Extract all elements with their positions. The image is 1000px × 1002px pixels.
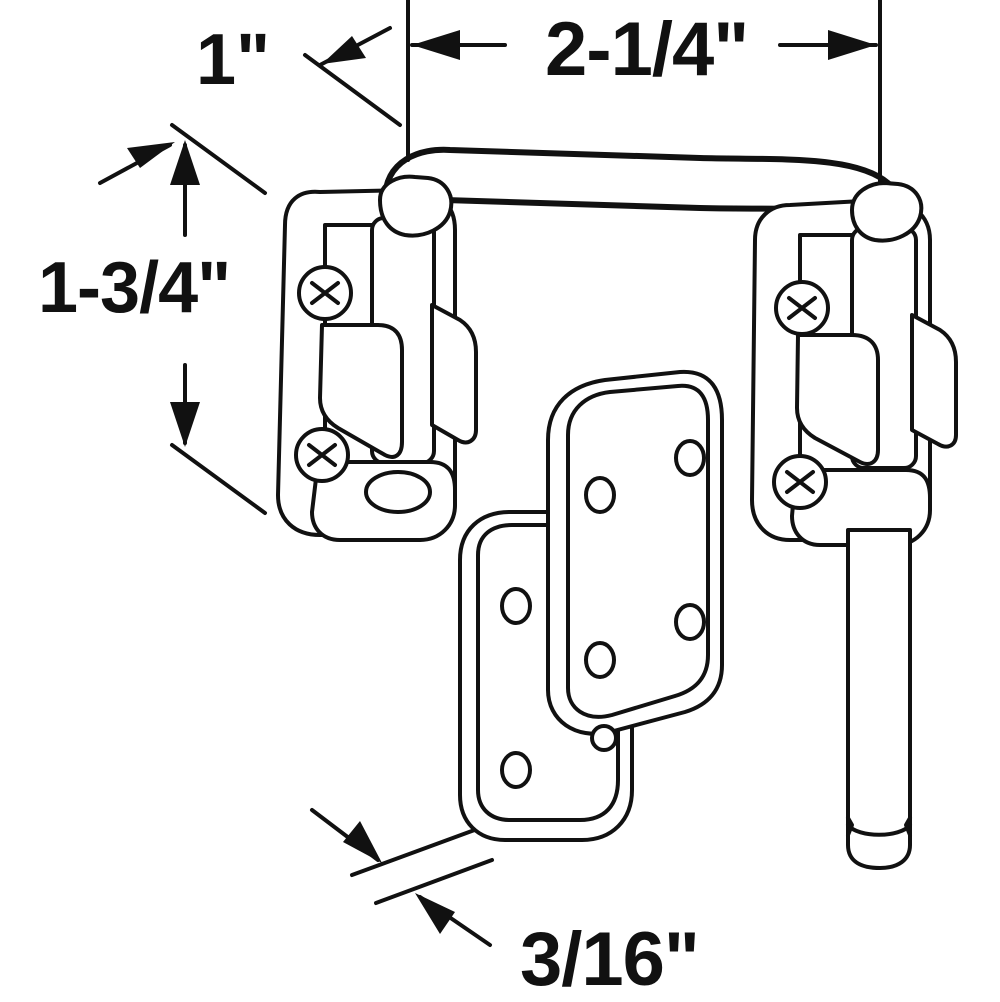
right-bracket bbox=[750, 181, 958, 870]
plate-hole-icon bbox=[674, 439, 706, 477]
height-dimension-label: 1-3/4" bbox=[38, 248, 231, 328]
depth-dimension-lines bbox=[303, 26, 402, 127]
right-lower-screw-icon bbox=[772, 454, 828, 510]
left-bracket bbox=[276, 174, 478, 542]
spacer-hole-icon bbox=[500, 751, 532, 789]
thickness-dimension-lines bbox=[310, 808, 494, 947]
plate-hole-icon bbox=[584, 476, 616, 514]
width-arrow-right bbox=[828, 30, 876, 60]
width-dimension-label: 2-1/4" bbox=[545, 7, 749, 92]
right-upper-screw-icon bbox=[774, 280, 830, 336]
plate-hole-icon bbox=[584, 641, 616, 679]
thickness-dimension-label: 3/16" bbox=[520, 917, 700, 1002]
left-upper-screw-icon bbox=[297, 265, 353, 321]
left-lower-screw-icon bbox=[294, 427, 350, 483]
plate-hole-icon bbox=[590, 724, 618, 752]
spacer-hole-icon bbox=[500, 587, 532, 625]
height-dimension-lines bbox=[98, 123, 267, 515]
front-strike-plate bbox=[546, 369, 724, 752]
strike-plates bbox=[458, 369, 724, 842]
plate-hole-icon bbox=[674, 603, 706, 641]
depth-dimension-label: 1" bbox=[196, 20, 271, 100]
width-arrow-left bbox=[412, 30, 460, 60]
